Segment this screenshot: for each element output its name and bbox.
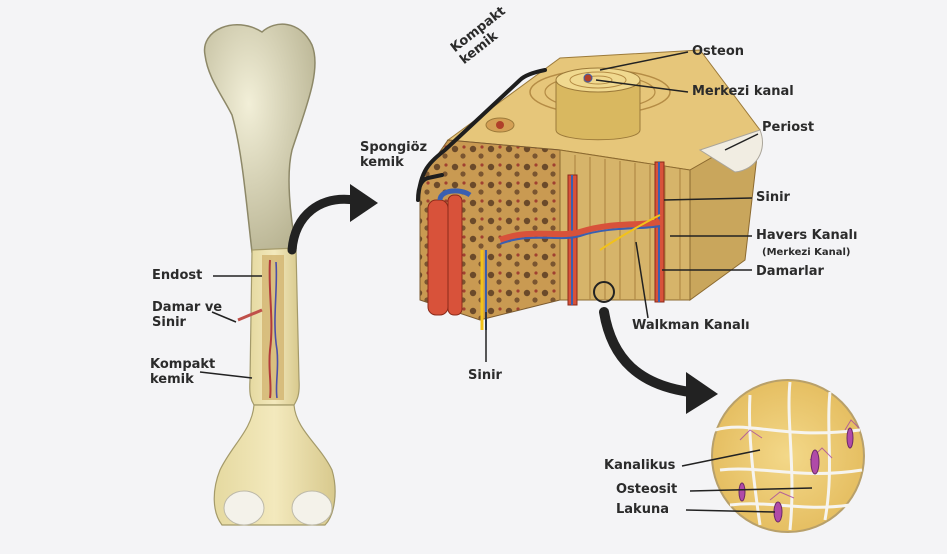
femur-condyle-left: [224, 491, 264, 525]
label-walkman-kanali: Walkman Kanalı: [632, 318, 750, 333]
label-havers-kanali: Havers Kanalı: [756, 228, 857, 243]
femur-illustration: [205, 24, 336, 525]
label-merkezi-kanal: Merkezi kanal: [692, 84, 794, 99]
label-sinir-bottom: Sinir: [468, 368, 502, 383]
osteocyte-zoom: [712, 380, 864, 532]
label-osteosit: Osteosit: [616, 482, 677, 497]
label-kompakt-kemik-left: Kompakt kemik: [150, 357, 215, 387]
osteocyte-cell: [811, 450, 819, 474]
label-kanalikus: Kanalikus: [604, 458, 675, 473]
label-endost: Endost: [152, 268, 202, 283]
label-lakuna: Lakuna: [616, 502, 669, 517]
label-damarlar: Damarlar: [756, 264, 824, 279]
label-damar-ve-sinir: Damar ve Sinir: [152, 300, 222, 330]
label-periost: Periost: [762, 120, 814, 135]
label-spongioz-kemik: Spongiöz kemik: [360, 140, 427, 170]
femur-condyle-right: [292, 491, 332, 525]
label-osteon: Osteon: [692, 44, 744, 59]
arrow-to-section-head: [350, 184, 378, 222]
label-havers-sub: (Merkezi Kanal): [762, 245, 851, 260]
arrow-to-section: [292, 199, 355, 250]
label-sinir-right: Sinir: [756, 190, 790, 205]
arrow-to-zoom-head: [686, 372, 718, 414]
